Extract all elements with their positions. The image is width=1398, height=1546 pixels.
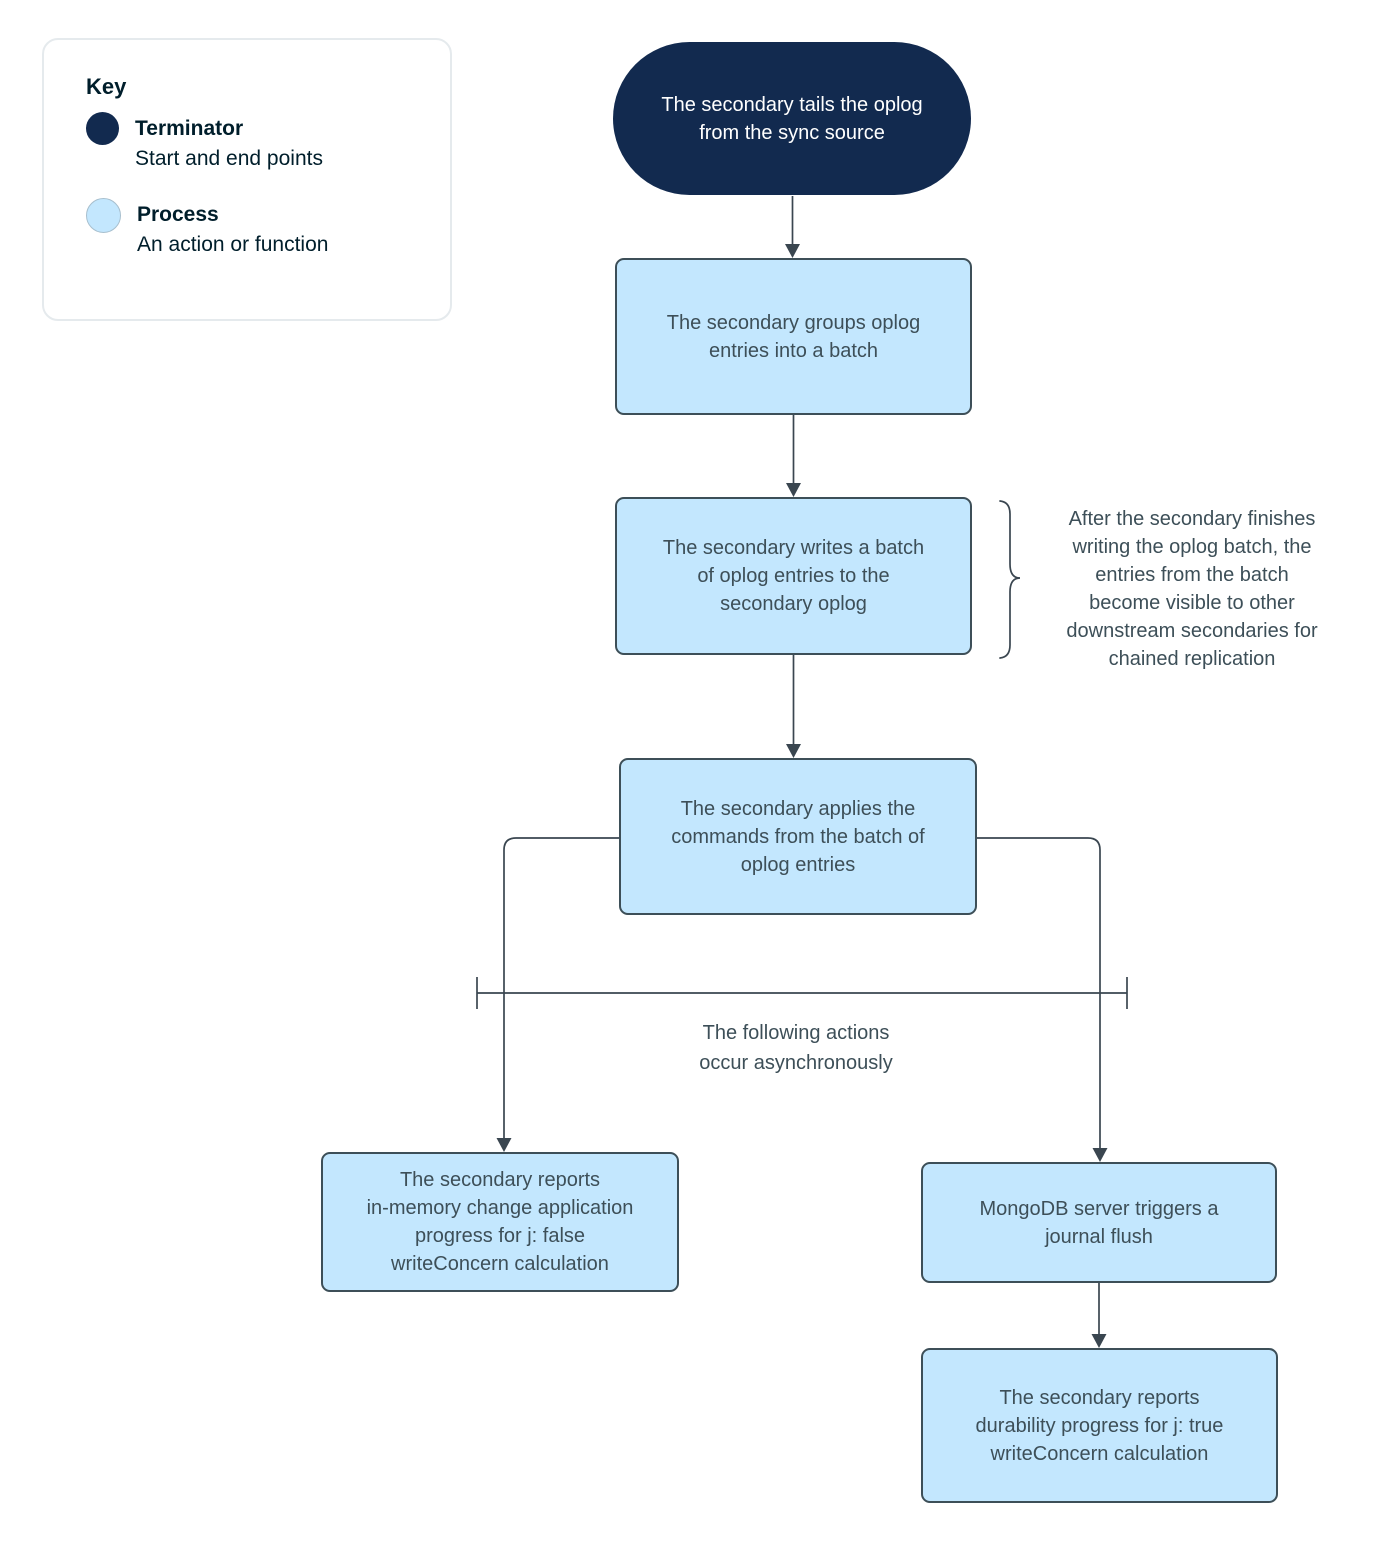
process-swatch — [86, 198, 121, 233]
legend-item-text: Terminator Start and end points — [135, 114, 323, 174]
legend-item-description: Start and end points — [135, 147, 323, 170]
legend-item-label: Terminator — [135, 117, 244, 140]
node-apply-commands: The secondary applies the commands from … — [619, 758, 977, 915]
arrowhead-to-report-memory — [496, 1138, 512, 1152]
node-journal-flush: MongoDB server triggers a journal flush — [921, 1162, 1277, 1283]
arrowhead-write-to-apply — [786, 744, 801, 758]
curly-brace — [999, 500, 1021, 659]
legend-item-process: Process An action or function — [86, 198, 410, 260]
chained-replication-note: After the secondary finishes writing the… — [1066, 508, 1318, 670]
legend-item-label: Process — [137, 203, 219, 226]
arrowhead-to-durability — [1091, 1334, 1107, 1348]
key-legend: Key Terminator Start and end points Proc… — [42, 38, 452, 321]
arrowhead-to-journal — [1092, 1148, 1108, 1162]
connector-apply-to-report-memory — [503, 837, 619, 1139]
arrowhead-start-to-group — [785, 244, 800, 258]
terminator-swatch — [86, 112, 119, 145]
node-write-batch: The secondary writes a batch of oplog en… — [615, 497, 972, 655]
key-title: Key — [86, 74, 127, 99]
arrowhead-group-to-write — [786, 483, 801, 497]
node-report-memory: The secondary reports in-memory change a… — [321, 1152, 679, 1292]
node-group-batch: The secondary groups oplog entries into … — [615, 258, 972, 415]
legend-item-text: Process An action or function — [137, 200, 328, 260]
connector-apply-to-journal — [977, 837, 1101, 1149]
node-start-terminator: The secondary tails the oplog from the s… — [613, 42, 971, 195]
async-note: The following actions occur asynchronous… — [699, 1022, 893, 1074]
node-report-durability: The secondary reports durability progres… — [921, 1348, 1278, 1503]
legend-item-description: An action or function — [137, 233, 329, 256]
legend-item-terminator: Terminator Start and end points — [86, 112, 410, 174]
